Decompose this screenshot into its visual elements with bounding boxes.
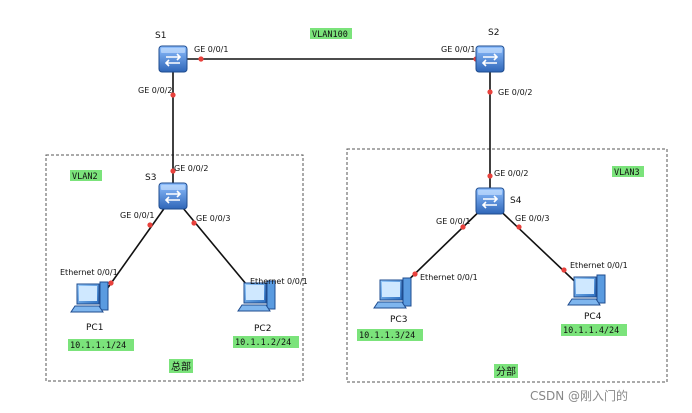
watermark: CSDN @刚入门的 — [530, 388, 628, 403]
label-s2: S2 — [488, 28, 499, 38]
switch-icon — [475, 45, 505, 73]
port-dot — [191, 220, 197, 226]
pc-pc4[interactable] — [567, 274, 606, 306]
port-label-s2-ge001: GE 0/0/1 — [441, 45, 475, 54]
area-label-branch: 分部 — [496, 365, 516, 378]
tag-ip-pc2: 10.1.1.2/24 — [233, 336, 299, 348]
label-pc3: PC3 — [390, 315, 407, 325]
port-label-s2-ge002: GE 0/0/2 — [498, 88, 532, 97]
tag-ip-pc3: 10.1.1.3/24 — [357, 329, 423, 341]
pc-pc1[interactable] — [70, 281, 109, 313]
port-label-s3-ge001: GE 0/0/1 — [120, 211, 154, 220]
switch-s3[interactable] — [158, 182, 188, 210]
label-s1: S1 — [155, 31, 166, 41]
port-dot — [108, 280, 114, 286]
tag-vlan100-text: VLAN100 — [312, 30, 348, 40]
switch-icon — [158, 45, 188, 73]
label-s3: S3 — [145, 173, 156, 183]
label-pc2: PC2 — [254, 324, 271, 334]
port-label-s4-ge001: GE 0/0/1 — [436, 217, 470, 226]
pc-icon — [567, 274, 606, 306]
link-s4-pc4 — [489, 200, 587, 293]
port-label-s1-ge001: GE 0/0/1 — [194, 45, 228, 54]
port-label-pc1-eth: Ethernet 0/0/1 — [60, 268, 118, 277]
switch-s2[interactable] — [475, 45, 505, 73]
port-label-s3-ge003: GE 0/0/3 — [196, 214, 230, 223]
port-label-s1-ge002: GE 0/0/2 — [138, 86, 172, 95]
port-label-s4-ge002: GE 0/0/2 — [494, 169, 528, 178]
switch-s1[interactable] — [158, 45, 188, 73]
port-label-pc4-eth: Ethernet 0/0/1 — [570, 261, 628, 270]
switch-s4[interactable] — [475, 187, 505, 215]
tag-vlan100: VLAN100 — [310, 28, 352, 40]
area-label-headquarters: 总部 — [171, 360, 191, 373]
tag-branch: 分部 — [494, 364, 518, 378]
tag-ip-pc4: 10.1.1.4/24 — [561, 324, 627, 336]
port-label-pc3-eth: Ethernet 0/0/1 — [420, 273, 478, 282]
port-dot — [147, 222, 153, 228]
port-dot — [561, 267, 567, 273]
port-dot — [170, 92, 176, 98]
port-dot — [516, 224, 522, 230]
tag-vlan3: VLAN3 — [612, 166, 644, 178]
pc-pc3[interactable] — [373, 277, 412, 309]
tag-ip-pc1-text: 10.1.1.1/24 — [70, 341, 126, 351]
headquarters-area-box — [45, 154, 304, 382]
pc-icon — [373, 277, 412, 309]
link-s3-pc1 — [101, 195, 174, 297]
tag-ip-pc3-text: 10.1.1.3/24 — [359, 331, 415, 341]
port-label-s3-ge002: GE 0/0/2 — [174, 164, 208, 173]
tag-vlan2: VLAN2 — [70, 170, 102, 182]
port-label-s4-ge003: GE 0/0/3 — [515, 214, 549, 223]
label-pc1: PC1 — [86, 323, 103, 333]
tag-ip-pc2-text: 10.1.1.2/24 — [235, 338, 291, 348]
port-dot — [170, 168, 176, 174]
port-dot — [487, 89, 493, 95]
port-dot — [487, 173, 493, 179]
port-dot — [412, 271, 418, 277]
branch-area-box — [346, 148, 668, 383]
port-dot — [198, 56, 204, 62]
link-s3-pc2 — [172, 195, 257, 297]
switch-icon — [475, 187, 505, 215]
label-pc4: PC4 — [584, 312, 602, 322]
tag-ip-pc4-text: 10.1.1.4/24 — [563, 326, 619, 336]
tag-ip-pc1: 10.1.1.1/24 — [68, 339, 134, 351]
pc-icon — [70, 281, 109, 313]
label-s4: S4 — [510, 196, 522, 206]
port-dot — [460, 224, 466, 230]
switch-icon — [158, 182, 188, 210]
tag-headquarters: 总部 — [169, 359, 193, 373]
tag-vlan3-text: VLAN3 — [614, 168, 640, 178]
port-label-pc2-eth: Ethernet 0/0/1 — [250, 277, 308, 286]
tag-vlan2-text: VLAN2 — [72, 172, 98, 182]
